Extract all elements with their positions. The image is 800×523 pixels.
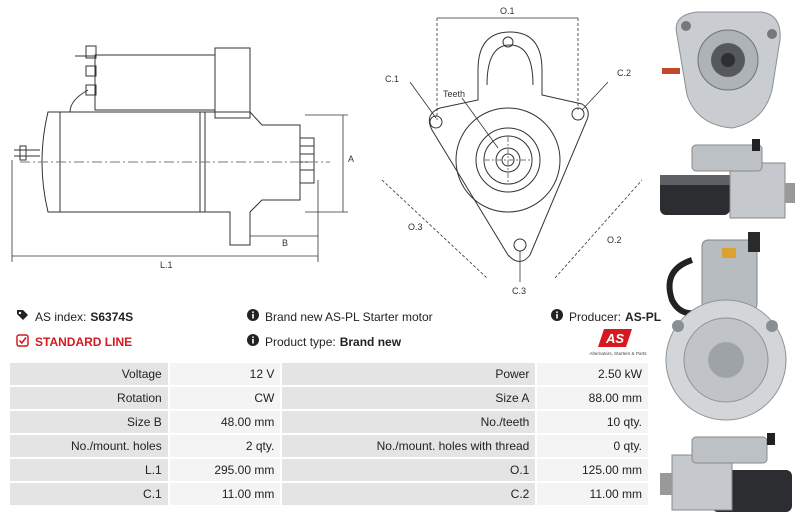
spec-label: L.1 (10, 459, 168, 481)
label-b: B (282, 238, 288, 248)
spec-label: Power (282, 363, 536, 385)
logo-tagline: Alternators, Starters & Parts (589, 351, 647, 356)
spec-label: Rotation (10, 387, 168, 409)
info-icon (551, 309, 563, 324)
label-c3: C.3 (512, 286, 526, 296)
product-photo-column (652, 0, 800, 523)
logo-mark-text: AS (605, 331, 624, 346)
label-o1: O.1 (500, 6, 515, 16)
product-type-value: Brand new (339, 334, 402, 349)
spec-label: Size B (10, 411, 168, 433)
spec-value: 295.00 mm (169, 459, 281, 481)
table-row: L.1 295.00 mm O.1 125.00 mm (10, 459, 648, 481)
tag-icon (16, 309, 29, 325)
label-c1: C.1 (385, 74, 399, 84)
spec-value: 2 qty. (169, 435, 281, 457)
table-row: C.1 11.00 mm C.2 11.00 mm (10, 483, 648, 505)
spec-value: 48.00 mm (169, 411, 281, 433)
specs-table: Voltage 12 V Power 2.50 kW Rotation CW S… (8, 361, 650, 507)
product-type-label: Product type: (265, 334, 336, 349)
spec-value: 12 V (169, 363, 281, 385)
spec-label: No./mount. holes (10, 435, 168, 457)
technical-drawing: L.1 B A (0, 0, 650, 300)
as-index-label: AS index: (35, 310, 87, 324)
label-l1: L.1 (160, 260, 173, 270)
side-view-drawing (14, 45, 330, 246)
info-icon (247, 334, 259, 349)
spec-value: 0 qty. (537, 435, 648, 457)
spec-value: 10 qty. (537, 411, 648, 433)
producer-value: AS-PL (625, 309, 662, 324)
photo-side-view-b[interactable] (652, 425, 800, 523)
table-row: Voltage 12 V Power 2.50 kW (10, 363, 648, 385)
checkbox-checked-icon (16, 334, 29, 350)
description-row: Brand new AS-PL Starter motor (247, 309, 433, 324)
table-row: No./mount. holes 2 qty. No./mount. holes… (10, 435, 648, 457)
table-row: Size B 48.00 mm No./teeth 10 qty. (10, 411, 648, 433)
spec-value: 2.50 kW (537, 363, 648, 385)
photo-rear-view[interactable] (652, 230, 800, 425)
spec-label: Size A (282, 387, 536, 409)
front-view-dimensions (381, 17, 643, 282)
as-logo-mark: AS Alternators, Starters & Parts (589, 329, 647, 356)
as-logo: AS Alternators, Starters & Parts (586, 327, 650, 357)
front-view-drawing (428, 31, 589, 262)
product-description: Brand new AS-PL Starter motor (265, 309, 433, 324)
spec-label: C.1 (10, 483, 168, 505)
info-icon (247, 309, 259, 324)
spec-value: 11.00 mm (537, 483, 648, 505)
spec-value: 88.00 mm (537, 387, 648, 409)
table-row: Rotation CW Size A 88.00 mm (10, 387, 648, 409)
spec-label: Voltage (10, 363, 168, 385)
spec-value: CW (169, 387, 281, 409)
producer-label: Producer: (569, 309, 622, 324)
photo-front-view[interactable] (652, 0, 800, 135)
product-type-row: Product type: Brand new (247, 334, 401, 349)
standard-line-row: STANDARD LINE (16, 334, 132, 350)
label-a: A (348, 154, 354, 164)
producer-row: Producer: AS-PL (551, 309, 661, 324)
label-c2: C.2 (617, 68, 631, 78)
drawing-svg: L.1 B A (11, 6, 643, 296)
as-index-value: S6374S (90, 310, 134, 324)
spec-label: No./mount. holes with thread (282, 435, 536, 457)
spec-value: 11.00 mm (169, 483, 281, 505)
spec-label: C.2 (282, 483, 536, 505)
as-index-row: AS index: S6374S (16, 309, 133, 325)
label-o3: O.3 (408, 222, 423, 232)
spec-value: 125.00 mm (537, 459, 648, 481)
label-teeth: Teeth (443, 89, 465, 99)
photo-side-view-a[interactable] (652, 135, 800, 230)
label-o2: O.2 (607, 235, 622, 245)
standard-line-label: STANDARD LINE (35, 335, 133, 349)
side-view-dimensions (11, 114, 348, 262)
spec-label: No./teeth (282, 411, 536, 433)
spec-label: O.1 (282, 459, 536, 481)
